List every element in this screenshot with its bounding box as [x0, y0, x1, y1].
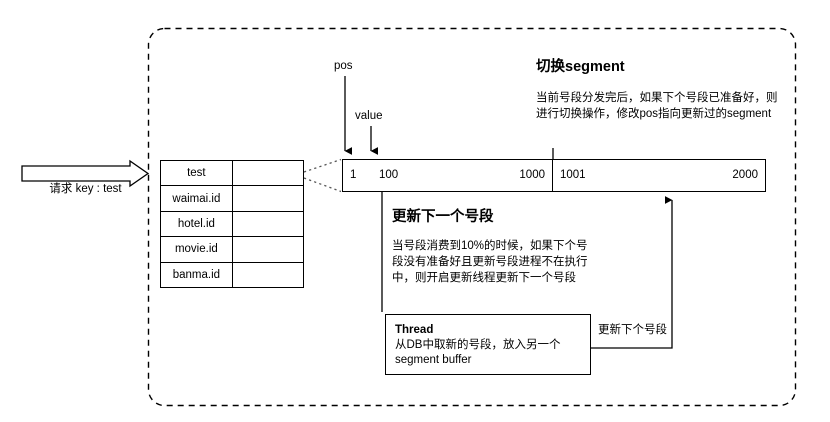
- connector-dotted-top: [303, 158, 342, 173]
- thread-box[interactable]: Thread 从DB中取新的号段，放入另一个 segment buffer: [385, 314, 591, 375]
- table-cell-value[interactable]: [231, 210, 305, 238]
- note-update-next-segment: 更新下一个号段 当号段消费到10%的时候，如果下个号段没有准备好且更新号段进程不…: [392, 208, 597, 286]
- request-label: 请求 key : test: [49, 183, 122, 195]
- pos-pointer-label: pos: [334, 60, 353, 72]
- table-row[interactable]: waimai.id: [160, 185, 305, 212]
- feedback-arrow-label: 更新下个号段: [598, 324, 667, 336]
- segment-start-value: 1: [350, 169, 357, 181]
- table-cell-key[interactable]: waimai.id: [160, 185, 233, 212]
- segment-end-value: 1000: [519, 169, 545, 181]
- segment-end-value: 2000: [732, 169, 758, 181]
- value-pointer-label: value: [355, 110, 383, 122]
- segment-mid-value: 100: [379, 169, 399, 181]
- thread-box-body: 从DB中取新的号段，放入另一个 segment buffer: [395, 339, 561, 366]
- note-switch-segment: 切换segment 当前号段分发完后，如果下个号段已准备好，则进行切换操作，修改…: [536, 58, 781, 122]
- table-cell-value[interactable]: [231, 236, 305, 263]
- note-update-next-segment-body: 当号段消费到10%的时候，如果下个号段没有准备好且更新号段进程不在执行中，则开启…: [392, 240, 588, 284]
- segment-cell-current[interactable]: 1 100 1000: [343, 160, 553, 191]
- table-cell-key[interactable]: hotel.id: [160, 210, 233, 238]
- note-switch-segment-title: 切换segment: [536, 59, 625, 75]
- table-row[interactable]: test: [160, 159, 305, 187]
- note-switch-segment-body: 当前号段分发完后，如果下个号段已准备好，则进行切换操作，修改pos指向更新过的s…: [536, 92, 778, 120]
- table-cell-key[interactable]: movie.id: [160, 236, 233, 263]
- table-row[interactable]: banma.id: [160, 261, 305, 288]
- segment-cell-next[interactable]: 1001 2000: [553, 160, 765, 191]
- segment-buffer-bar: 1 100 1000 1001 2000: [342, 159, 766, 192]
- connector-dotted-bottom: [303, 177, 342, 193]
- segment-start-value: 1001: [560, 169, 586, 181]
- table-cell-key[interactable]: banma.id: [160, 261, 233, 288]
- table-row[interactable]: hotel.id: [160, 210, 305, 238]
- thread-box-title: Thread: [395, 324, 434, 336]
- table-row[interactable]: movie.id: [160, 236, 305, 263]
- note-update-next-segment-title: 更新下一个号段: [392, 209, 494, 225]
- table-cell-value[interactable]: [231, 159, 305, 187]
- table-cell-value[interactable]: [231, 185, 305, 212]
- table-cell-value[interactable]: [231, 261, 305, 288]
- key-value-table[interactable]: test waimai.id hotel.id movie.id banma.i…: [160, 159, 305, 288]
- table-cell-key[interactable]: test: [160, 159, 233, 187]
